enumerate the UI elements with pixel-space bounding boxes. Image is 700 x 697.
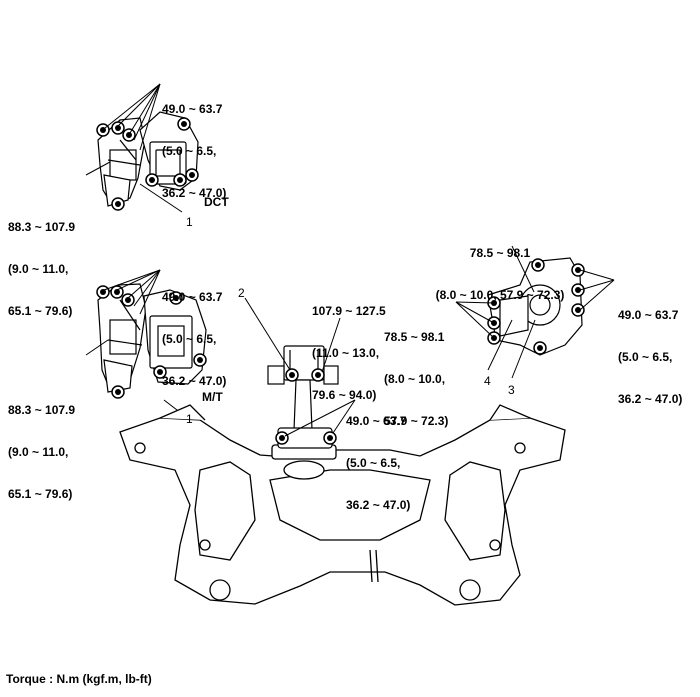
right-top-torque-label: 78.5 ~ 98.1 (8.0 ~ 10.0, 57.9 ~ 72.3)	[435, 246, 565, 302]
dct-caption: DCT	[204, 195, 229, 209]
right-mount-assembly	[487, 257, 583, 356]
right-left-torque-label: 78.5 ~ 98.1 (8.0 ~ 10.0, 57.9 ~ 72.3)	[384, 330, 449, 428]
right-callout-4: 4	[484, 374, 491, 388]
rod-leader-lines	[244, 297, 356, 437]
mt-caption: M/T	[202, 390, 223, 404]
rod-bottom-torque-label: 49.0 ~ 63.7 (5.0 ~ 6.5, 36.2 ~ 47.0)	[346, 414, 411, 512]
mt-callout-1: 1	[186, 412, 193, 426]
mt-top-torque-label: 49.0 ~ 63.7 (5.0 ~ 6.5, 36.2 ~ 47.0)	[162, 290, 227, 388]
mt-left-torque-label: 88.3 ~ 107.9 (9.0 ~ 11.0, 65.1 ~ 79.6)	[8, 403, 76, 501]
mt-mount-assembly	[97, 283, 207, 393]
rod-top-torque-label: 107.9 ~ 127.5 (11.0 ~ 13.0, 79.6 ~ 94.0)	[312, 304, 386, 402]
rod-callout-2: 2	[238, 286, 245, 300]
subframe	[119, 404, 566, 606]
dct-left-torque-label: 88.3 ~ 107.9 (9.0 ~ 11.0, 65.1 ~ 79.6)	[8, 220, 76, 318]
right-callout-3: 3	[508, 383, 515, 397]
dct-leader-lines	[85, 83, 183, 213]
right-leader-lines	[455, 245, 615, 379]
dct-callout-1: 1	[186, 215, 193, 229]
dct-top-torque-label: 49.0 ~ 63.7 (5.0 ~ 6.5, 36.2 ~ 47.0)	[162, 102, 227, 200]
right-side-torque-label: 49.0 ~ 63.7 (5.0 ~ 6.5, 36.2 ~ 47.0)	[618, 308, 683, 406]
torque-unit-footer: Torque : N.m (kgf.m, lb-ft)	[6, 672, 152, 686]
